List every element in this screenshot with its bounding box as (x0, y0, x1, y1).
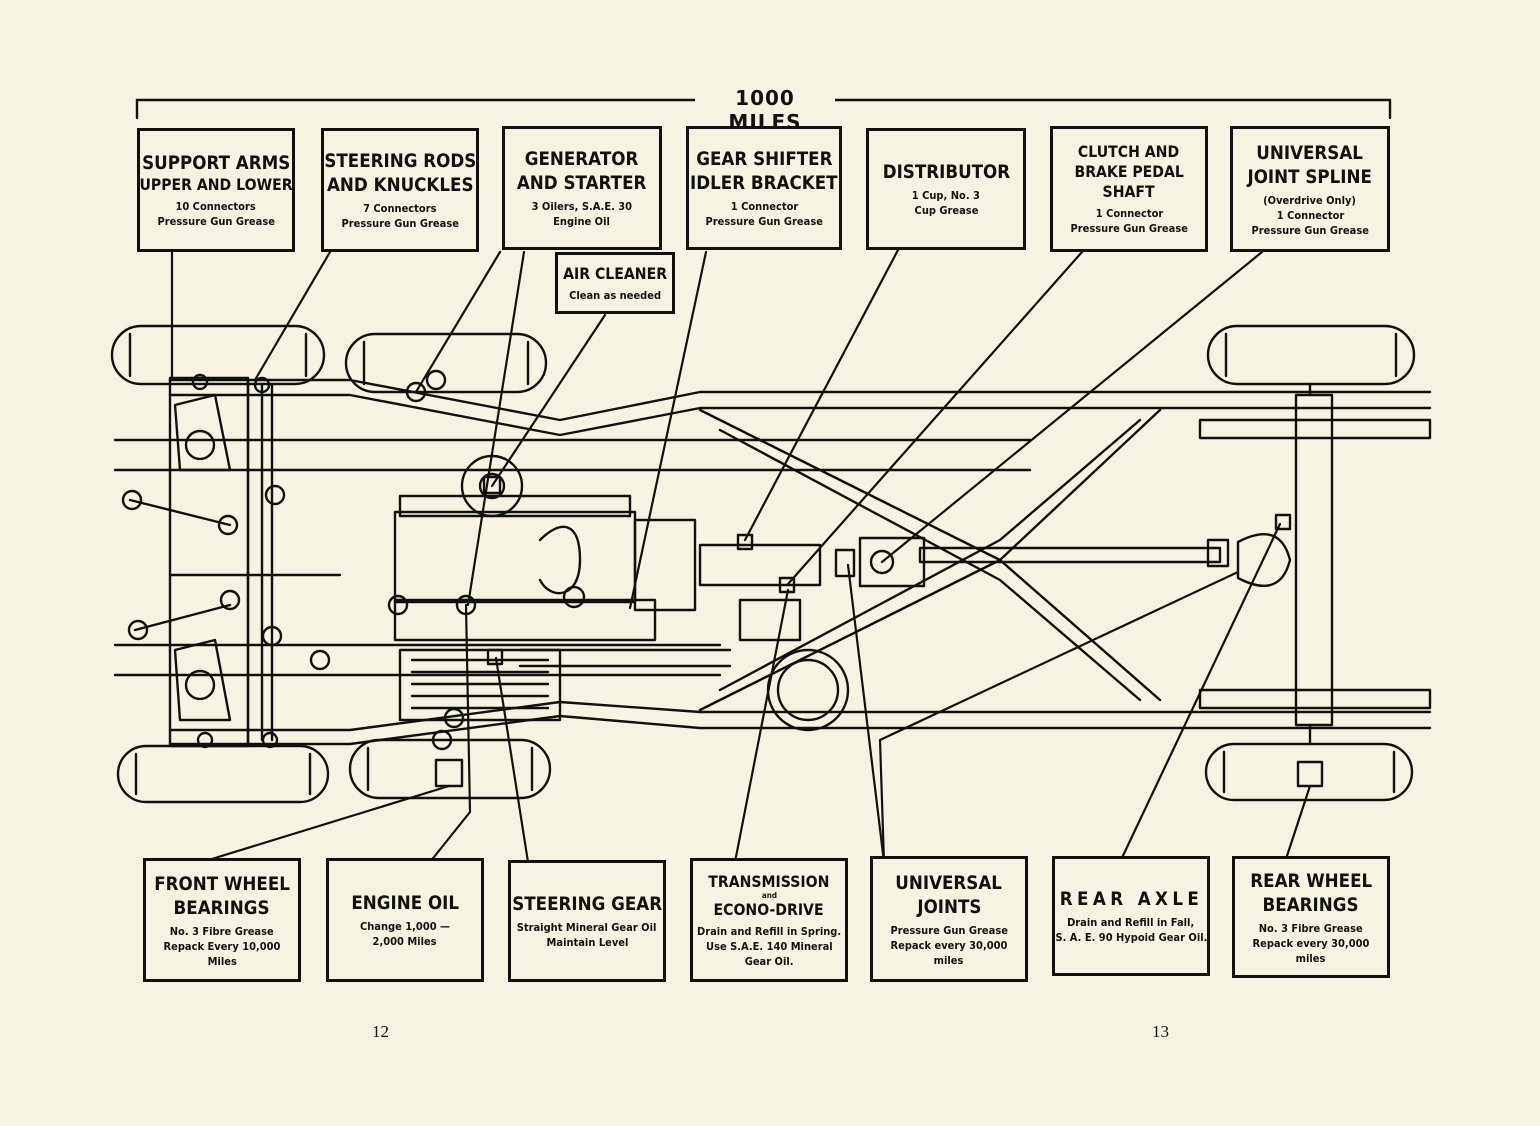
distributor-box: DISTRIBUTOR 1 Cup, No. 3 Cup Grease (866, 128, 1026, 250)
box-title: BEARINGS (174, 896, 270, 919)
box-detail: Gear Oil. (744, 954, 794, 968)
engine-block (393, 454, 822, 722)
box-detail: No. 3 Fibre Grease (1259, 921, 1363, 935)
box-detail: (Overdrive Only) (1263, 193, 1357, 207)
air-cleaner-box: AIR CLEANER Clean as needed (555, 252, 675, 314)
box-detail: Maintain Level (546, 936, 628, 949)
box-title: STEERING GEAR (512, 893, 662, 915)
transmission-econo-drive-box: TRANSMISSION and ECONO-DRIVE Drain and R… (690, 858, 848, 982)
box-detail: Pressure Gun Grease (890, 923, 1008, 937)
rear-wheel-bearings-box: REAR WHEEL BEARINGS No. 3 Fibre Grease R… (1232, 856, 1390, 978)
steering-gear-box: STEERING GEAR Straight Mineral Gear Oil … (508, 860, 666, 982)
box-title: AIR CLEANER (563, 263, 667, 283)
box-detail: Pressure Gun Grease (341, 217, 459, 230)
box-detail: No. 3 Fibre Grease (170, 924, 274, 938)
lubrication-points (121, 369, 1292, 751)
steering-rods-box: STEERING RODS AND KNUCKLES 7 Connectors … (321, 128, 479, 252)
rear-right-wheel-front-axle (348, 738, 552, 800)
box-detail: Pressure Gun Grease (157, 215, 275, 228)
generator-starter-box: GENERATOR AND STARTER 3 Oilers, S.A.E. 3… (502, 126, 662, 250)
box-title: REAR WHEEL (1250, 869, 1372, 892)
box-detail: 10 Connectors (175, 200, 257, 213)
box-title: JOINT SPLINE (1247, 165, 1373, 188)
box-detail: 7 Connectors (363, 202, 437, 215)
box-detail: Pressure Gun Grease (1251, 223, 1369, 237)
box-title-connector: and (761, 890, 777, 900)
universal-joint-spline-box: UNIVERSAL JOINT SPLINE (Overdrive Only) … (1230, 126, 1390, 252)
engine-oil-box: ENGINE OIL Change 1,000 — 2,000 Miles (326, 858, 484, 982)
front-right-wheel (116, 744, 330, 804)
box-detail: Use S.A.E. 140 Mineral (705, 939, 833, 953)
box-detail: Repack Every 10,000 (163, 939, 281, 953)
box-detail: 1 Connector (730, 200, 798, 213)
front-left-wheel (110, 324, 326, 386)
page-number-right: 13 (1152, 1022, 1169, 1041)
box-title: AND STARTER (517, 172, 647, 194)
box-detail: Miles (207, 954, 237, 968)
box-detail: 1 Cup, No. 3 (911, 189, 981, 202)
chassis-frame (113, 376, 1432, 748)
leader-lines (170, 248, 1312, 864)
box-detail: miles (1296, 951, 1326, 965)
box-title: GENERATOR (525, 148, 639, 170)
box-title: ENGINE OIL (351, 892, 459, 914)
box-title: ECONO-DRIVE (713, 899, 825, 919)
rear-axle-left-wheel (1206, 324, 1416, 386)
rear-axle-box: REAR AXLE Drain and Refill in Fall, S. A… (1052, 856, 1210, 976)
steering-wheel (766, 648, 850, 732)
box-detail: miles (934, 953, 964, 967)
front-wheel-bearing-marker (434, 758, 464, 788)
box-title: UPPER AND LOWER (139, 175, 293, 194)
box-detail: Cup Grease (914, 204, 978, 217)
box-detail: S. A. E. 90 Hypoid Gear Oil. (1055, 931, 1207, 944)
page-number-left: 12 (372, 1022, 389, 1041)
box-title: REAR AXLE (1059, 888, 1203, 910)
box-detail: Engine Oil (553, 215, 611, 228)
box-title: IDLER BRACKET (690, 172, 838, 194)
box-detail: Clean as needed (569, 288, 661, 302)
universal-joints-box: UNIVERSAL JOINTS Pressure Gun Grease Rep… (870, 856, 1028, 982)
box-detail: Pressure Gun Grease (705, 215, 823, 228)
box-title: DISTRIBUTOR (882, 161, 1010, 183)
box-title: JOINTS (916, 895, 982, 918)
box-title: GEAR SHIFTER (695, 148, 833, 170)
box-detail: 1 Connector (1276, 208, 1344, 222)
front-wheel-bearings-box: FRONT WHEEL BEARINGS No. 3 Fibre Grease … (143, 858, 301, 982)
clutch-brake-box: CLUTCH AND BRAKE PEDAL SHAFT 1 Connector… (1050, 126, 1208, 252)
box-detail: 2,000 Miles (372, 935, 438, 948)
box-detail: 1 Connector (1095, 207, 1163, 220)
box-title: FRONT WHEEL (154, 872, 290, 895)
box-title: BEARINGS (1263, 893, 1359, 916)
front-suspension (128, 383, 274, 742)
box-detail: Repack every 30,000 (890, 938, 1008, 952)
box-detail: Change 1,000 — (360, 920, 450, 933)
gear-shifter-box: GEAR SHIFTER IDLER BRACKET 1 Connector P… (686, 126, 842, 250)
box-title: SUPPORT ARMS (141, 152, 291, 174)
box-detail: 3 Oilers, S.A.E. 30 (531, 200, 633, 213)
box-title: AND KNUCKLES (326, 174, 474, 196)
box-title: CLUTCH AND (1078, 142, 1180, 161)
box-title: BRAKE PEDAL (1074, 162, 1184, 181)
support-arms-box: SUPPORT ARMS UPPER AND LOWER 10 Connecto… (137, 128, 295, 252)
box-detail: Drain and Refill in Fall, (1067, 916, 1195, 929)
rear-wheel-bearing-marker (1296, 760, 1324, 788)
box-title: UNIVERSAL (895, 871, 1003, 894)
box-title: UNIVERSAL (1256, 141, 1364, 164)
rear-left-wheel (344, 332, 548, 394)
box-title: TRANSMISSION (708, 871, 830, 891)
box-detail: Repack every 30,000 (1252, 936, 1370, 950)
box-detail: Pressure Gun Grease (1070, 222, 1188, 235)
box-title: SHAFT (1102, 182, 1156, 201)
header-bracket (135, 98, 1392, 120)
box-detail: Straight Mineral Gear Oil (517, 921, 657, 934)
box-title: STEERING RODS (324, 150, 476, 172)
box-detail: Drain and Refill in Spring. (696, 924, 842, 938)
